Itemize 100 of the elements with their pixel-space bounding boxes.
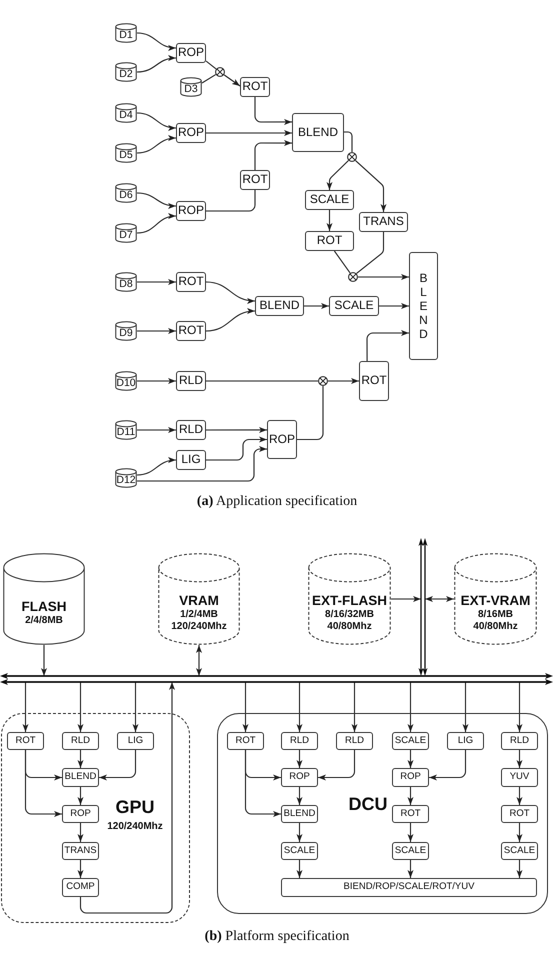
data-source-cylinder [115, 321, 137, 341]
region-title: DCU [348, 795, 388, 815]
operation-label: ROT [242, 80, 268, 94]
arrow [516, 860, 522, 878]
arrow [80, 682, 175, 914]
operation-label: ROP [178, 204, 204, 218]
figure-caption: (a) Application specification [196, 494, 358, 511]
data-source-cylinder [115, 23, 137, 43]
operation-label: ROT [15, 736, 36, 746]
arrow [408, 860, 414, 878]
memory-cylinder [308, 553, 391, 645]
operation-label: BLEND [419, 271, 428, 341]
arrow [254, 140, 292, 170]
connector-line [334, 250, 350, 274]
memory-spec: 8/16/32MB [325, 608, 374, 620]
arrow [326, 210, 332, 231]
operation-label: RLD [178, 423, 203, 437]
arrow [408, 787, 414, 805]
memory-name: EXT-FLASH [312, 592, 387, 608]
arrow [136, 214, 176, 234]
operation-box [281, 842, 318, 860]
operation-label: ROP [268, 432, 295, 446]
arrow [78, 682, 84, 732]
operation-box [176, 450, 206, 470]
data-source-label: D10 [116, 378, 136, 390]
connector-line [297, 386, 324, 440]
operation-label: RLD [178, 374, 203, 388]
data-source-cylinder [115, 103, 137, 123]
operation-box [392, 805, 429, 823]
arrow [137, 378, 176, 384]
data-source-label: D1 [119, 30, 133, 42]
operation-box [7, 732, 44, 750]
data-source-label: D9 [119, 328, 133, 340]
arrow [366, 330, 409, 361]
data-source-cylinder [115, 223, 137, 243]
arrow [242, 682, 248, 732]
operation-label: RLD [70, 736, 90, 746]
operation-box [359, 361, 389, 401]
data-source-cylinder [115, 272, 137, 292]
arrow [408, 823, 414, 842]
arrow [429, 750, 466, 780]
operation-label: TRANS [64, 846, 97, 856]
operation-label: SCALE [310, 193, 350, 207]
data-source-cylinder [115, 420, 137, 440]
memory-cylinder [158, 553, 240, 645]
arrow [136, 32, 176, 50]
arrow [99, 750, 136, 780]
arrow [136, 458, 176, 476]
data-source-label: D11 [116, 426, 136, 438]
operation-label: ROT [400, 808, 421, 820]
operation-box [281, 805, 318, 823]
arrow [136, 112, 176, 130]
operation-box [62, 732, 99, 750]
arrow [206, 308, 256, 332]
operation-label: ROT [242, 173, 268, 187]
arrow [41, 645, 47, 676]
arrow [206, 130, 292, 136]
operation-label: SCALE [334, 299, 374, 313]
operation-box [305, 190, 354, 210]
operation-box [501, 805, 538, 823]
arrow [136, 192, 176, 209]
operation-label: ROT [235, 736, 256, 746]
operation-box [62, 768, 99, 787]
memory-cylinder [3, 553, 85, 645]
arrow [22, 682, 28, 732]
operation-label: ROP [178, 126, 204, 140]
memory-name: FLASH [22, 598, 66, 614]
arrow [352, 682, 358, 732]
operation-box [227, 732, 264, 750]
operation-label: ROP [400, 772, 421, 783]
processor-region [217, 713, 548, 914]
operation-box [292, 113, 344, 152]
data-source-label: D5 [119, 150, 133, 162]
operation-box [281, 878, 537, 897]
operation-label: ROP [178, 46, 204, 60]
data-source-cylinder [180, 77, 202, 97]
memory-cylinder [454, 553, 537, 645]
data-source-cylinder [115, 143, 137, 163]
operation-label: ROT [361, 374, 387, 388]
data-source-cylinder [115, 183, 137, 203]
operation-label: ROT [178, 275, 204, 289]
connector-line [202, 74, 216, 84]
operation-box [281, 768, 318, 787]
operation-label: SCALE [394, 736, 426, 746]
arrow [328, 378, 359, 384]
operation-label: ROT [178, 324, 204, 338]
operation-label: SCALE [284, 846, 316, 856]
operation-box [501, 768, 538, 787]
arrow [24, 750, 62, 817]
arrow [296, 860, 302, 878]
operation-box [336, 732, 373, 750]
memory-spec: 1/2/4MB [180, 608, 218, 620]
arrow [516, 682, 522, 732]
connector-line [206, 190, 256, 212]
data-source-cylinder [115, 371, 137, 391]
operation-label: LIG [458, 736, 474, 746]
arrow [78, 823, 84, 842]
arrow [296, 823, 302, 842]
operation-label: BLEND [64, 772, 96, 783]
operation-label: ROT [509, 808, 530, 820]
